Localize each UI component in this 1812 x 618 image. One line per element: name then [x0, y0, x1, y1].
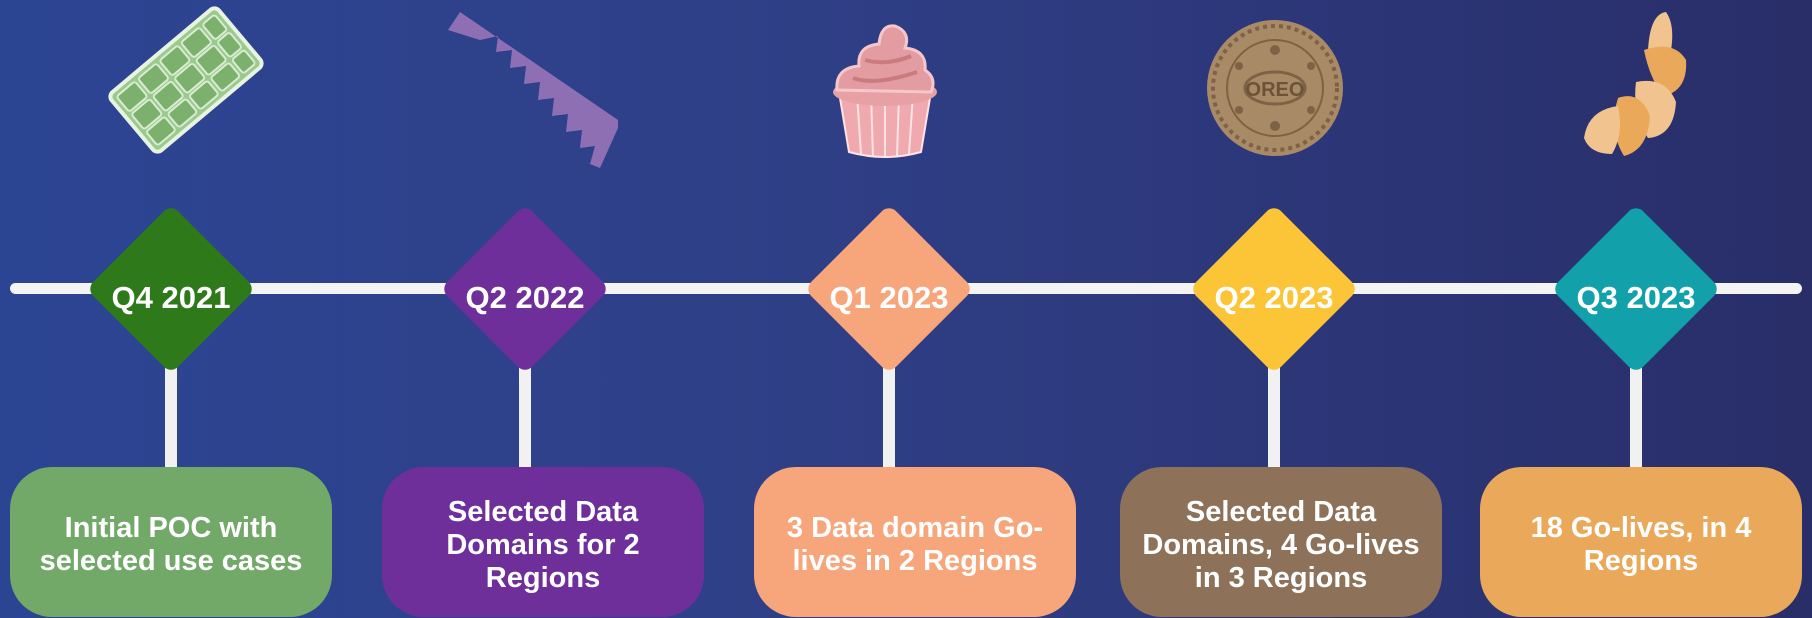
cupcake-icon: [833, 24, 937, 158]
milestone-description: Selected Data Domains for 2 Regions: [446, 495, 640, 594]
croissant-icon: [1584, 12, 1687, 156]
milestone-description: 3 Data domain Go-lives in 2 Regions: [786, 512, 1044, 577]
cookie-icon: OREO: [1207, 20, 1343, 156]
milestone-quarter-label: Q3 2023: [1576, 280, 1696, 315]
milestone-connector: [883, 365, 895, 470]
milestone-quarter-label: Q1 2023: [829, 280, 949, 315]
milestone-card: 3 Data domain Go-lives in 2 Regions: [754, 467, 1076, 617]
milestone-quarter-label: Q2 2023: [1214, 280, 1334, 315]
milestone-connector: [1268, 365, 1280, 470]
cookie-icon-text: OREO: [1246, 79, 1305, 101]
milestone-description: Initial POC with selected use cases: [39, 512, 303, 577]
milestone-card: Initial POC with selected use cases: [10, 467, 332, 617]
chocolate-bar-icon: [108, 6, 264, 154]
milestone-quarter-label: Q4 2021: [111, 280, 231, 315]
milestone-card: 18 Go-lives, in 4 Regions: [1480, 467, 1802, 617]
comb-icon: [448, 12, 618, 168]
milestone-description: 18 Go-lives, in 4 Regions: [1530, 512, 1752, 577]
milestone-description: Selected Data Domains, 4 Go-lives in 3 R…: [1142, 495, 1420, 594]
milestone-connector: [1630, 365, 1642, 470]
milestone-connector: [519, 365, 531, 470]
milestone-quarter-label: Q2 2022: [465, 280, 585, 315]
milestone-card: Selected Data Domains for 2 Regions: [382, 467, 704, 617]
milestone-connector: [165, 365, 177, 470]
milestone-card: Selected Data Domains, 4 Go-lives in 3 R…: [1120, 467, 1442, 617]
